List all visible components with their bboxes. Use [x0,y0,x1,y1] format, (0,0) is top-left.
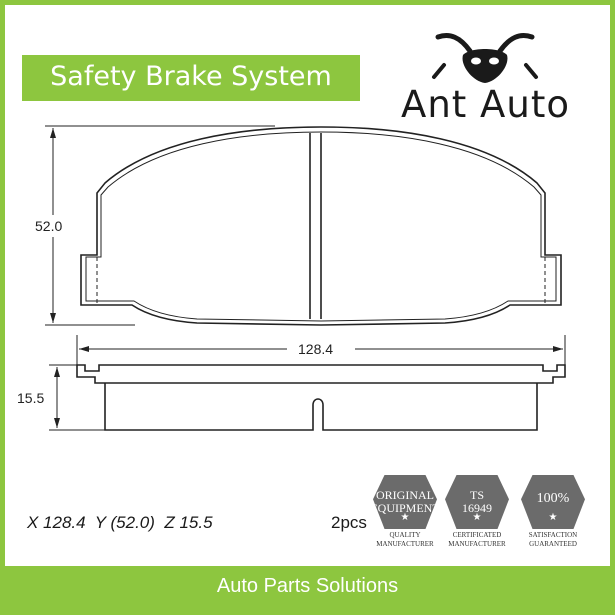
brake-pad-inner-outline [85,131,557,322]
badge-title: ORIGINAL EQUIPMENT [370,488,440,515]
original-equipment-badge: ORIGINAL EQUIPMENT ★ QUALITY MANUFACTURE… [365,475,445,555]
arrow-width-left [79,346,89,352]
side-view-backing-plate [76,364,566,384]
arrow-height-top [50,128,56,138]
ant-icon [432,33,538,83]
height-dimension-label: 52.0 [35,218,62,234]
star-icon: ★ [400,512,410,523]
thickness-dimension-label: 15.5 [17,390,44,406]
badge-title: TS 16949 [462,488,492,515]
star-icon: ★ [548,512,558,523]
arrow-width-right [553,346,563,352]
title-banner: Safety Brake System [22,55,360,101]
badge-caption: QUALITY MANUFACTURER [376,531,434,548]
quantity-label: 2pcs [331,513,367,532]
satisfaction-badge: 100% ★ SATISFACTION GUARANTEED [513,475,593,555]
brand-name: Ant Auto [401,83,570,126]
arrow-height-bottom [50,313,56,323]
arrow-thickness-top [54,367,60,377]
ts16949-badge: TS 16949 ★ CERTIFICATED MANUFACTURER [437,475,517,555]
badge-caption: SATISFACTION GUARANTEED [528,531,578,548]
badge-caption: CERTIFICATED MANUFACTURER [448,531,506,548]
banner-title: Safety Brake System [50,61,332,92]
badge-shape [373,475,437,529]
arrow-thickness-bottom [54,418,60,428]
side-view-friction-block [104,383,538,431]
brake-pad-technical-drawing: 52.0 128.4 15.5 [17,125,566,431]
badge-title: 100% [536,491,570,506]
footer-text: Auto Parts Solutions [216,575,399,597]
spec-line: X 128.4 Y (52.0) Z 15.5 [27,513,213,532]
footer-bar: Auto Parts Solutions [5,566,610,610]
width-dimension-label: 128.4 [298,341,333,357]
star-icon: ★ [472,512,482,523]
badge-shape [521,475,585,529]
brake-pad-outline [80,126,562,326]
badge-shape [445,475,509,529]
